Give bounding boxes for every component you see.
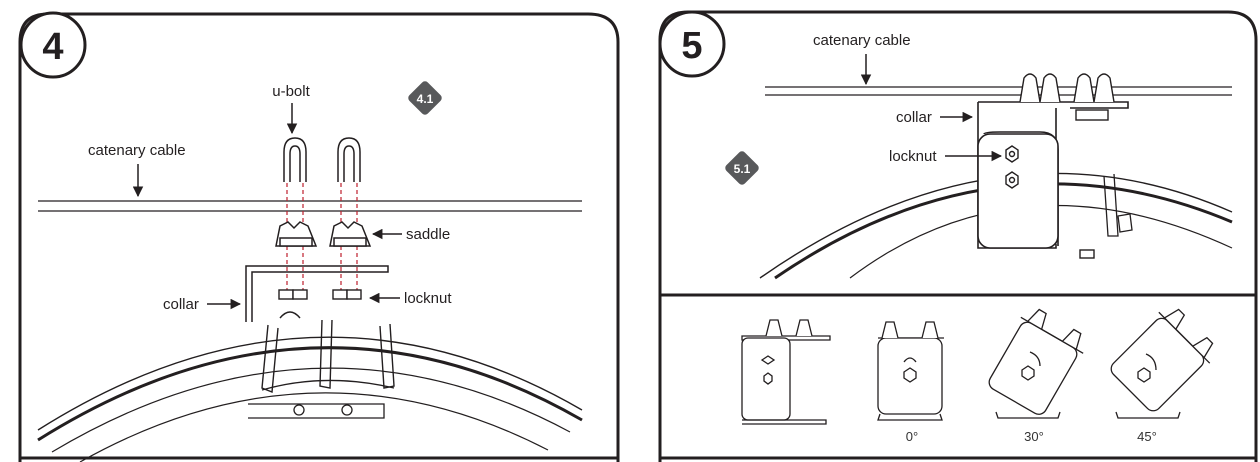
panel-step-4: 4 4.1 catenary cable u-bolt [18, 11, 620, 462]
fixture-ring-4 [37, 336, 583, 462]
collar-variant-45 [1110, 308, 1214, 419]
angle-label-0: 0° [906, 429, 918, 444]
label-catenary-cable-4: catenary cable [88, 142, 186, 159]
collar-4 [245, 265, 389, 322]
collar-variant-0 [877, 321, 944, 421]
panel-step-5: 5 5.1 catenary cable [658, 10, 1258, 462]
angle-label-30: 30° [1024, 429, 1044, 444]
step-5-number: 5 [681, 25, 702, 67]
label-locknut-4: locknut [404, 290, 452, 307]
sub-step-5-1-label: 5.1 [734, 162, 751, 176]
u-bolt-right [337, 137, 361, 182]
label-collar-4: collar [163, 296, 199, 313]
u-bolt-left [283, 137, 307, 182]
locknuts-4 [278, 289, 362, 300]
bottom-bracket-4 [248, 403, 385, 419]
saddle-left [275, 221, 318, 247]
catenary-cable-4 [38, 200, 582, 212]
collar-variant-straight [741, 319, 831, 425]
step-4-number-circle [19, 11, 87, 79]
clamp-band-4 [261, 311, 395, 393]
locknuts-5 [1005, 145, 1095, 259]
angle-label-45: 45° [1137, 429, 1157, 444]
panel-5-frame [658, 10, 1258, 462]
u-bolts-5 [1019, 73, 1115, 121]
collar-5 [977, 101, 1129, 249]
saddle-right [329, 221, 372, 247]
sub-step-5-1-badge: 5.1 [725, 151, 759, 185]
step-5-number-circle [658, 10, 726, 78]
label-locknut-5: locknut [889, 148, 937, 165]
collar-variant-30 [988, 308, 1084, 419]
catenary-cable-5 [765, 86, 1232, 96]
label-saddle: saddle [406, 226, 450, 243]
sub-step-4-1-badge: 4.1 [408, 81, 442, 115]
step-4-number: 4 [42, 26, 63, 68]
sub-step-4-1-label: 4.1 [417, 92, 434, 106]
label-collar-5: collar [896, 109, 932, 126]
clamp-band-5 [1103, 173, 1133, 237]
label-catenary-cable-5: catenary cable [813, 32, 911, 49]
panel-4-frame [18, 12, 620, 462]
label-u-bolt: u-bolt [272, 83, 310, 100]
